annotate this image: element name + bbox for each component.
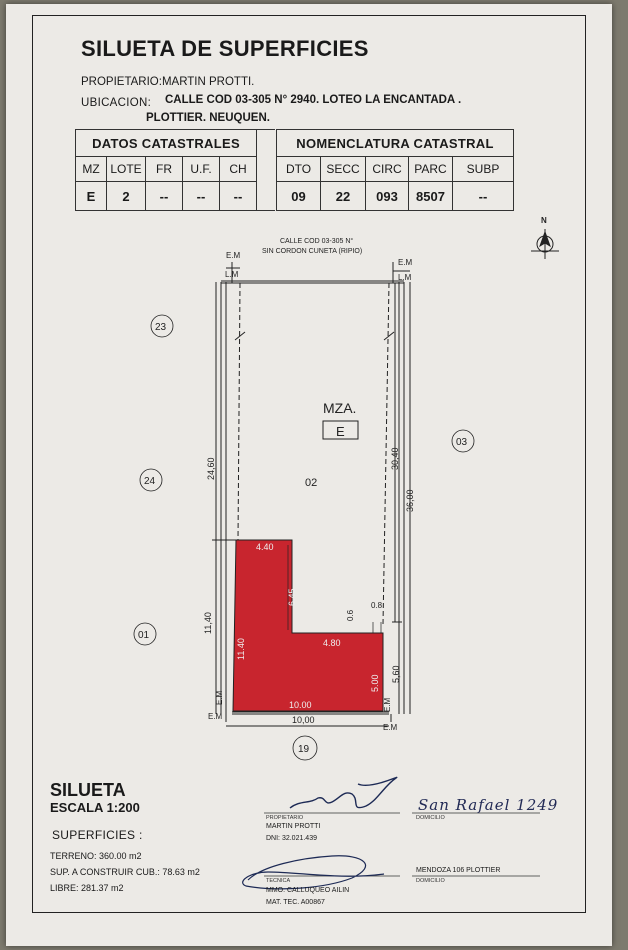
location-label: UBICACION: bbox=[81, 97, 152, 109]
dim-building-inner-v: 6.45 bbox=[287, 588, 297, 606]
dim-bottom-width: 10,00 bbox=[292, 715, 315, 725]
em-label-vertical-left: E.M bbox=[215, 690, 224, 705]
dim-gap-b: 0.8 bbox=[371, 601, 383, 610]
street-surface-label: SIN CORDON CUNETA (RIPIO) bbox=[262, 248, 362, 255]
value-uf: -- bbox=[182, 181, 220, 211]
dim-building-right: 5.00 bbox=[370, 674, 380, 692]
tecnica-matricula: MAT. TEC. A00867 bbox=[266, 899, 325, 906]
dim-building-left: 11.40 bbox=[236, 638, 246, 660]
manzana-box bbox=[322, 420, 359, 440]
value-dto: 09 bbox=[276, 181, 321, 211]
dim-right-inner: 30,40 bbox=[390, 447, 400, 470]
domicilio-tecnica-label: DOMICILIO bbox=[416, 878, 445, 884]
neighbor-01: 01 bbox=[138, 630, 150, 641]
em-label-top-left: E.M bbox=[226, 251, 241, 260]
terreno-value: TERRENO: 360.00 m2 bbox=[50, 851, 142, 861]
dim-building-step: 4.80 bbox=[323, 638, 341, 648]
dim-right-total: 36,00 bbox=[405, 489, 415, 512]
value-mz: E bbox=[75, 181, 107, 211]
em-label-bottom-left: E.M bbox=[208, 712, 223, 721]
location-line-2: PLOTTIER. NEUQUEN. bbox=[146, 112, 270, 124]
libre-value: LIBRE: 281.37 m2 bbox=[50, 883, 124, 893]
dim-gap-a: 0.6 bbox=[346, 609, 355, 621]
em-label-bottom-right: E.M bbox=[383, 723, 398, 732]
tecnica-name: MMO. CALLUQUEO AILIN bbox=[266, 887, 350, 894]
scale-label: ESCALA 1:200 bbox=[50, 800, 140, 815]
lot-number: 02 bbox=[305, 477, 317, 489]
value-lote: 2 bbox=[106, 181, 146, 211]
column-header-subp: SUBP bbox=[452, 156, 514, 182]
propietario-name: MARTIN PROTTI bbox=[266, 823, 321, 830]
neighbor-19: 19 bbox=[298, 744, 310, 755]
propietario-dni: DNI: 32.021.439 bbox=[266, 835, 317, 842]
tecnica-label: TECNICA bbox=[266, 878, 291, 884]
silueta-title: SILUETA bbox=[50, 780, 126, 800]
dim-left-total: 24,60 bbox=[206, 457, 216, 480]
technician-signature-icon bbox=[242, 855, 385, 890]
domicilio-tecnica-value: MENDOZA 106 PLOTTIER bbox=[416, 867, 501, 874]
value-secc: 22 bbox=[320, 181, 366, 211]
value-parc: 8507 bbox=[408, 181, 453, 211]
value-subp: -- bbox=[452, 181, 514, 211]
lot-outline bbox=[212, 262, 411, 727]
column-header-fr: FR bbox=[145, 156, 183, 182]
column-header-uf: U.F. bbox=[182, 156, 220, 182]
superficies-label: SUPERFICIES : bbox=[52, 828, 143, 842]
north-label: N bbox=[541, 216, 547, 225]
north-arrow-icon bbox=[531, 229, 559, 259]
manzana-label: MZA. bbox=[323, 400, 356, 416]
value-fr: -- bbox=[145, 181, 183, 211]
domicilio-label: DOMICILIO bbox=[416, 815, 445, 821]
em-label-vertical-right: E.M bbox=[383, 697, 392, 712]
lm-label-top-left: L.M bbox=[225, 270, 239, 279]
dim-building-top: 4.40 bbox=[256, 542, 274, 552]
em-label-top-right: E.M bbox=[398, 258, 413, 267]
page-title: SILUETA DE SUPERFICIES bbox=[81, 36, 369, 61]
datos-catastrales-table: DATOS CATASTRALES MZ LOTE FR U.F. CH E 2… bbox=[75, 129, 275, 211]
manzana-value: E bbox=[336, 424, 345, 439]
street-label: CALLE COD 03-305 N° bbox=[280, 237, 353, 245]
nomenclatura-catastral-table: NOMENCLATURA CATASTRAL DTO SECC CIRC PAR… bbox=[276, 129, 514, 211]
propietario-label: PROPIETARIO bbox=[266, 815, 304, 821]
lm-label-top-right: L.M bbox=[398, 273, 412, 282]
sup-cubierta-value: SUP. A CONSTRUIR CUB.: 78.63 m2 bbox=[50, 867, 200, 877]
location-line-1: CALLE COD 03-305 N° 2940. LOTEO LA ENCAN… bbox=[165, 94, 462, 106]
value-circ: 093 bbox=[365, 181, 409, 211]
handwritten-address: San Rafael 1249 bbox=[418, 796, 559, 814]
owner-line: PROPIETARIO:MARTIN PROTTI. bbox=[81, 76, 255, 88]
neighbor-markers bbox=[133, 314, 475, 761]
building-dim-lines bbox=[287, 545, 382, 633]
document-frame bbox=[32, 15, 586, 913]
neighbor-24: 24 bbox=[144, 476, 156, 487]
neighbor-23: 23 bbox=[155, 322, 167, 333]
value-ch: -- bbox=[219, 181, 257, 211]
building-footprint bbox=[232, 539, 384, 712]
table-spacer bbox=[256, 129, 275, 211]
dim-building-bottom: 10.00 bbox=[289, 700, 312, 710]
dim-right-lower: 5,60 bbox=[391, 665, 401, 683]
neighbor-03: 03 bbox=[456, 437, 468, 448]
dim-left-building: 11,40 bbox=[203, 612, 213, 634]
owner-signature-icon bbox=[289, 776, 398, 809]
